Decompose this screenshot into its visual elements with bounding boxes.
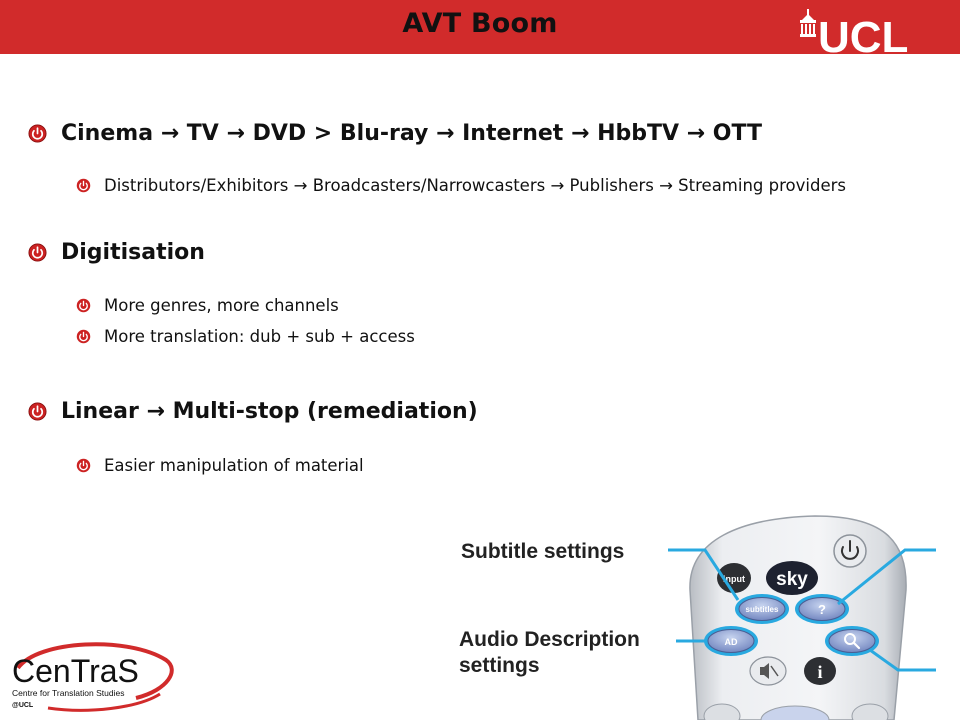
power-bullet-icon [28, 124, 47, 143]
svg-text:UCL: UCL [818, 13, 908, 54]
bullet-item: Easier manipulation of material [76, 456, 364, 475]
svg-text:Centre for Translation Studies: Centre for Translation Studies [12, 688, 124, 698]
centras-logo: CenTraS Centre for Translation Studies @… [12, 642, 174, 712]
svg-text:Subtitle settings: Subtitle settings [461, 540, 624, 563]
bullet-text: Cinema → TV → DVD > Blu-ray → Internet →… [61, 121, 762, 146]
bullet-item: Linear → Multi-stop (remediation) [28, 399, 478, 424]
power-bullet-icon [76, 298, 91, 313]
svg-text:CenTraS: CenTraS [12, 653, 139, 689]
svg-text:i: i [817, 662, 822, 682]
svg-text:AD: AD [725, 637, 738, 647]
bullet-item: Digitisation [28, 240, 205, 265]
bullet-text: More translation: dub + sub + access [104, 327, 415, 346]
slide-header: AVT Boom UCL [0, 0, 960, 54]
power-bullet-icon [28, 243, 47, 262]
remote-control-image: input sky subtitles ? AD i Subtitle sett… [459, 515, 936, 720]
power-bullet-icon [76, 458, 91, 473]
bullet-item: More genres, more channels [76, 296, 339, 315]
power-bullet-icon [76, 329, 91, 344]
svg-text:Audio Description: Audio Description [459, 628, 640, 651]
svg-text:sky: sky [776, 569, 808, 590]
svg-text:?: ? [818, 602, 826, 617]
svg-text:input: input [723, 574, 745, 584]
svg-text:subtitles: subtitles [746, 605, 779, 614]
svg-text:@UCL: @UCL [12, 702, 34, 709]
bullet-item: Distributors/Exhibitors → Broadcasters/N… [76, 176, 846, 195]
slide-title: AVT Boom [402, 8, 558, 39]
power-bullet-icon [28, 402, 47, 421]
bullet-item: More translation: dub + sub + access [76, 327, 415, 346]
svg-text:settings: settings [459, 654, 540, 677]
bullet-text: More genres, more channels [104, 296, 339, 315]
bullet-text: Linear → Multi-stop (remediation) [61, 399, 478, 424]
power-bullet-icon [76, 178, 91, 193]
ucl-logo: UCL [800, 9, 908, 54]
bullet-item: Cinema → TV → DVD > Blu-ray → Internet →… [28, 121, 762, 146]
bullet-text: Easier manipulation of material [104, 456, 364, 475]
bullet-text: Digitisation [61, 240, 205, 265]
bullet-text: Distributors/Exhibitors → Broadcasters/N… [104, 176, 846, 195]
